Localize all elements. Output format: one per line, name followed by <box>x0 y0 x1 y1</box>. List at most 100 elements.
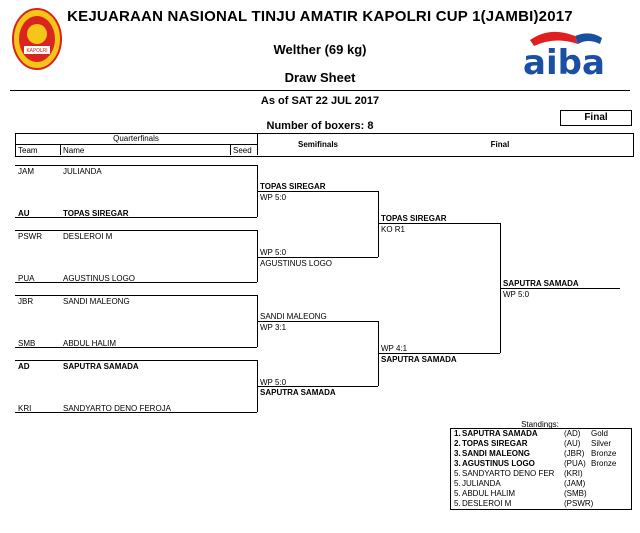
qf-name-5: SANDI MALEONG <box>63 297 130 306</box>
standings-row: 2. TOPAS SIREGAR (AU) Silver <box>451 439 631 449</box>
sf-connector-1 <box>378 191 379 257</box>
champion-result: WP 5:0 <box>503 290 530 299</box>
standings-rank: 2. <box>454 439 461 448</box>
sf-result-3: WP 3:1 <box>260 323 287 332</box>
final-line-2 <box>378 353 500 354</box>
sf-result-1: WP 5:0 <box>260 193 287 202</box>
qf-line-1 <box>15 165 257 166</box>
sf-result-4: WP 5:0 <box>260 378 287 387</box>
qf-connector-2 <box>257 230 258 282</box>
qf-team-4: PUA <box>18 274 35 283</box>
standings-team: (PUA) <box>564 459 586 468</box>
standings-team: (PSWR) <box>564 499 594 508</box>
header-divider-seed <box>230 144 231 155</box>
header-divider <box>10 90 630 91</box>
standings-name: DESLEROI M <box>462 499 512 508</box>
sheet-type: Draw Sheet <box>284 70 356 85</box>
standings-team: (JAM) <box>564 479 586 488</box>
standings-medal: Bronze <box>591 449 617 458</box>
sf-winner-4: SAPUTRA SAMADA <box>260 388 336 397</box>
qf-name-1: JULIANDA <box>63 167 102 176</box>
qf-name-4: AGUSTINUS LOGO <box>63 274 136 283</box>
standings-title: Standings: <box>521 420 559 429</box>
standings-medal: Gold <box>591 429 608 438</box>
sf-result-2: WP 5:0 <box>260 248 287 257</box>
standings-table: 1. SAPUTRA SAMADA (AD) Gold 2. TOPAS SIR… <box>450 428 632 510</box>
qf-team-7: AD <box>18 362 30 371</box>
qf-line-7 <box>15 360 257 361</box>
qf-line-2 <box>15 217 257 218</box>
column-header-row <box>15 133 634 157</box>
header-divider-name <box>60 144 61 155</box>
qf-line-6 <box>15 347 257 348</box>
final-result-2: WP 4:1 <box>381 344 408 353</box>
standings-rank: 5. <box>454 479 461 488</box>
standings-medal: Silver <box>591 439 612 448</box>
standings-team: (AU) <box>564 439 581 448</box>
standings-name: JULIANDA <box>462 479 501 488</box>
qf-line-3 <box>15 230 257 231</box>
qf-team-3: PSWR <box>18 232 42 241</box>
champion-name: SAPUTRA SAMADA <box>503 279 579 288</box>
qf-name-7: SAPUTRA SAMADA <box>63 362 139 371</box>
sf-winner-1: TOPAS SIREGAR <box>260 182 326 191</box>
standings-team: (SMB) <box>564 489 587 498</box>
weight-class: Welther (69 kg) <box>273 42 367 57</box>
qf-team-2: AU <box>18 209 30 218</box>
standings-rank: 3. <box>454 459 461 468</box>
qf-line-4 <box>15 282 257 283</box>
qf-team-8: KRI <box>18 404 32 413</box>
standings-rank: 5. <box>454 469 461 478</box>
standings-name: SANDI MALEONG <box>462 449 530 458</box>
qf-line-8 <box>15 412 257 413</box>
qf-team-6: SMB <box>18 339 36 348</box>
standings-row: 1. SAPUTRA SAMADA (AD) Gold <box>451 429 631 439</box>
final-winner-1: TOPAS SIREGAR <box>381 214 447 223</box>
standings-rank: 5. <box>454 499 461 508</box>
sf-winner-2: AGUSTINUS LOGO <box>260 259 333 268</box>
standings-team: (KRI) <box>564 469 583 478</box>
sf-winner-3: SANDI MALEONG <box>260 312 327 321</box>
sf-line-4 <box>257 386 378 387</box>
standings-name: AGUSTINUS LOGO <box>462 459 535 468</box>
semifinals-header: Semifinals <box>297 140 338 149</box>
svg-text:KAPOLRI: KAPOLRI <box>26 48 47 54</box>
standings-row: 5. SANDYARTO DENO FER (KRI) <box>451 469 631 479</box>
final-winner-2: SAPUTRA SAMADA <box>381 355 457 364</box>
standings-rank: 3. <box>454 449 461 458</box>
standings-rank: 5. <box>454 489 461 498</box>
qf-team-5: JBR <box>18 297 34 306</box>
event-emblem-logo: KAPOLRI <box>12 8 62 70</box>
standings-name: TOPAS SIREGAR <box>462 439 528 448</box>
header-divider-qf <box>257 133 258 155</box>
standings-row: 5. DESLEROI M (PSWR) <box>451 499 631 509</box>
final-line-1 <box>378 223 500 224</box>
qf-team-1: JAM <box>18 167 34 176</box>
qf-name-6: ABDUL HALIM <box>63 339 117 348</box>
standings-row: 3. AGUSTINUS LOGO (PUA) Bronze <box>451 459 631 469</box>
qf-name-3: DESLEROI M <box>63 232 113 241</box>
team-header: Team <box>18 146 38 155</box>
boxer-count: Number of boxers: 8 <box>266 120 374 132</box>
final-result-1: KO R1 <box>381 225 406 234</box>
sf-line-3 <box>257 321 378 322</box>
header-subdivider <box>15 144 257 145</box>
seed-header: Seed <box>233 146 252 155</box>
svg-text:aiba: aiba <box>523 43 605 78</box>
as-of-date: As of SAT 22 JUL 2017 <box>260 95 380 107</box>
qf-name-2: TOPAS SIREGAR <box>63 209 129 218</box>
sf-line-1 <box>257 191 378 192</box>
standings-rank: 1. <box>454 429 461 438</box>
aiba-logo: aiba <box>520 28 610 83</box>
round-indicator: Final <box>560 110 632 126</box>
sf-line-2 <box>257 257 378 258</box>
standings-row: 3. SANDI MALEONG (JBR) Bronze <box>451 449 631 459</box>
standings-team: (JBR) <box>564 449 585 458</box>
champion-line <box>500 288 620 289</box>
standings-name: ABDUL HALIM <box>462 489 516 498</box>
standings-row: 5. JULIANDA (JAM) <box>451 479 631 489</box>
name-header: Name <box>63 146 85 155</box>
qf-name-8: SANDYARTO DENO FEROJA <box>63 404 172 413</box>
standings-team: (AD) <box>564 429 581 438</box>
standings-medal: Bronze <box>591 459 617 468</box>
